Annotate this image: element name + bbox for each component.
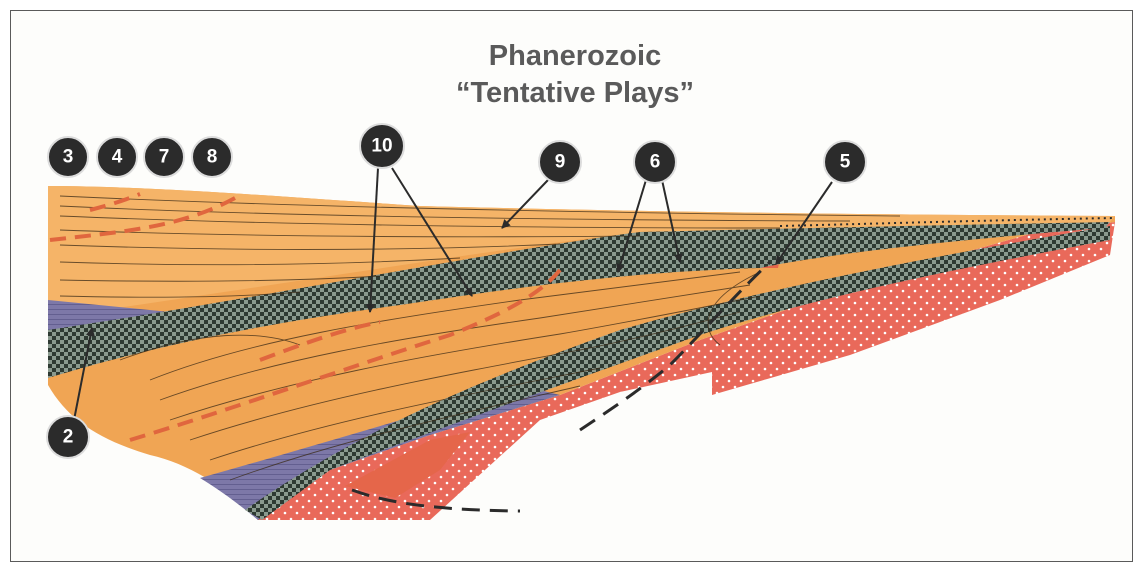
svg-text:6: 6 xyxy=(650,152,661,173)
play-marker-5: 5 xyxy=(824,141,866,183)
svg-text:2: 2 xyxy=(63,427,74,448)
play-marker-10: 10 xyxy=(360,124,404,168)
svg-text:8: 8 xyxy=(207,147,218,168)
play-marker-9: 9 xyxy=(539,141,581,183)
svg-text:9: 9 xyxy=(555,152,566,173)
svg-text:4: 4 xyxy=(112,147,123,168)
svg-text:10: 10 xyxy=(371,136,392,157)
svg-text:5: 5 xyxy=(840,152,851,173)
play-marker-3: 3 xyxy=(48,137,88,177)
play-marker-6: 6 xyxy=(634,141,676,183)
play-marker-2: 2 xyxy=(47,416,89,458)
svg-text:7: 7 xyxy=(159,147,170,168)
play-marker-8: 8 xyxy=(192,137,232,177)
play-marker-7: 7 xyxy=(144,137,184,177)
svg-text:3: 3 xyxy=(63,147,74,168)
play-marker-4: 4 xyxy=(97,137,137,177)
